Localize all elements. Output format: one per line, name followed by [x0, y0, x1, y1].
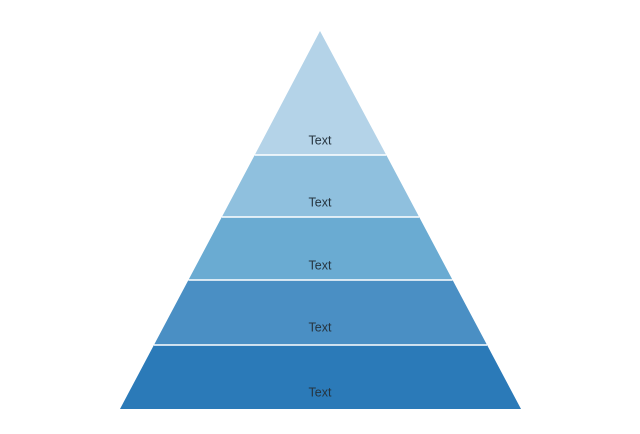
- pyramid-level-4-label[interactable]: Text: [309, 320, 332, 334]
- pyramid-level-3[interactable]: [188, 217, 453, 280]
- pyramid-dividers: [153, 154, 488, 346]
- pyramid-level-1[interactable]: [254, 31, 387, 155]
- pyramid-level-3-label[interactable]: Text: [309, 258, 332, 272]
- pyramid-level-4[interactable]: [153, 280, 488, 345]
- pyramid-level-2[interactable]: [221, 155, 420, 217]
- pyramid-level-1-label[interactable]: Text: [309, 133, 332, 147]
- pyramid-level-5[interactable]: [120, 345, 521, 409]
- pyramid-bands: [120, 31, 521, 409]
- pyramid-level-5-label[interactable]: Text: [309, 385, 332, 399]
- pyramid-level-2-label[interactable]: Text: [309, 195, 332, 209]
